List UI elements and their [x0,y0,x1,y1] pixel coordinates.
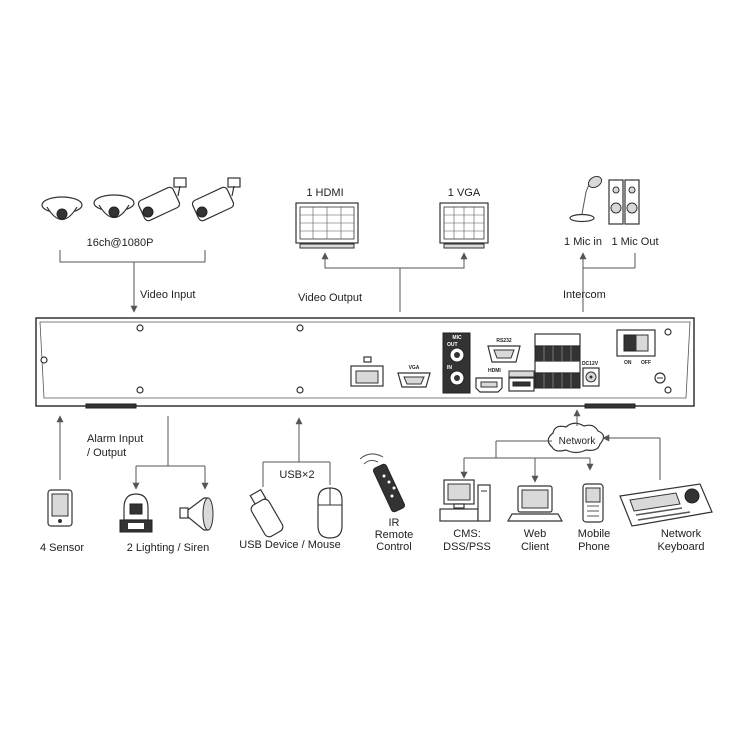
usb-drive-icon [249,488,284,538]
hdmi-monitor-label: 1 HDMI [306,187,343,199]
ir-remote-icon [359,453,406,513]
sensor-icon [47,489,73,527]
ir-label-2: Remote [375,529,414,541]
camera-bracket [59,250,206,263]
hdmi-monitor-icon [295,202,359,249]
in-port-label: IN [447,365,452,371]
usb-x2-label: USB×2 [279,469,314,481]
sensor-label: 4 Sensor [40,542,84,554]
dome-camera-icon [41,196,83,221]
mic-port-label: MIC [452,335,462,341]
vga-port-label: VGA [409,365,420,371]
vga-port-icon [397,372,431,388]
power-switch [616,329,656,357]
alarm-io-label-1: Alarm Input [87,433,143,445]
web-client-label-1: Web [524,528,546,540]
video-output-bracket [324,255,465,269]
network-keyboard-label-1: Network [661,528,702,540]
mic-audio-ports [442,332,471,394]
usb-device-mouse-label: USB Device / Mouse [239,539,340,551]
mouse-icon [317,487,343,539]
video-input-label: Video Input [140,289,195,301]
mic-out-label: 1 Mic Out [611,236,658,248]
network-label: Network [559,436,597,447]
hdmi-port-label: HDMI [488,368,501,374]
camera-count-label: 16ch@1080P [87,237,154,249]
network-keyboard-label-2: Keyboard [657,541,704,553]
network-cloud-icon [547,422,605,454]
alarm-io-label-2: / Output [87,447,126,459]
ir-label-1: IR [389,517,400,529]
dome-camera-icon [93,194,135,219]
out-port-label: OUT [447,342,458,348]
alarm-terminal-block [534,333,581,389]
network-keyboard-icon [619,483,713,527]
desktop-pc-icon [439,479,491,522]
cms-label-2: DSS/PSS [443,541,491,553]
vga-monitor-label: 1 VGA [448,187,481,199]
power-port-label: DC12V [582,361,599,367]
intercom-label: Intercom [563,289,606,301]
mobile-phone-label-1: Mobile [578,528,610,540]
ethernet-port-icon [350,356,384,387]
hdmi-port-icon [475,377,503,393]
laptop-icon [506,485,564,522]
ir-label-3: Control [376,541,411,553]
video-output-label: Video Output [298,292,362,304]
switch-off-label: OFF [641,360,651,366]
siren-icon [179,497,214,531]
speaker-icon [608,179,640,225]
lighting-siren-label: 2 Lighting / Siren [127,542,210,554]
rs232-port-label: RS232 [496,338,512,344]
microphone-icon [569,175,603,223]
usb-port-icon [508,370,535,392]
alarm-light-icon [119,493,153,533]
ground-screw-icon [654,372,666,384]
mobile-phone-label-2: Phone [578,541,610,553]
rs232-port-icon [487,345,521,363]
mic-in-label: 1 Mic in [564,236,602,248]
power-port-icon [582,367,600,387]
vga-monitor-icon [439,202,489,249]
switch-on-label: ON [624,360,632,366]
web-client-label-2: Client [521,541,549,553]
bullet-camera-icon [137,177,187,222]
bullet-camera-icon [191,177,241,222]
cms-label-1: CMS: [453,528,481,540]
mobile-phone-icon [582,483,604,523]
